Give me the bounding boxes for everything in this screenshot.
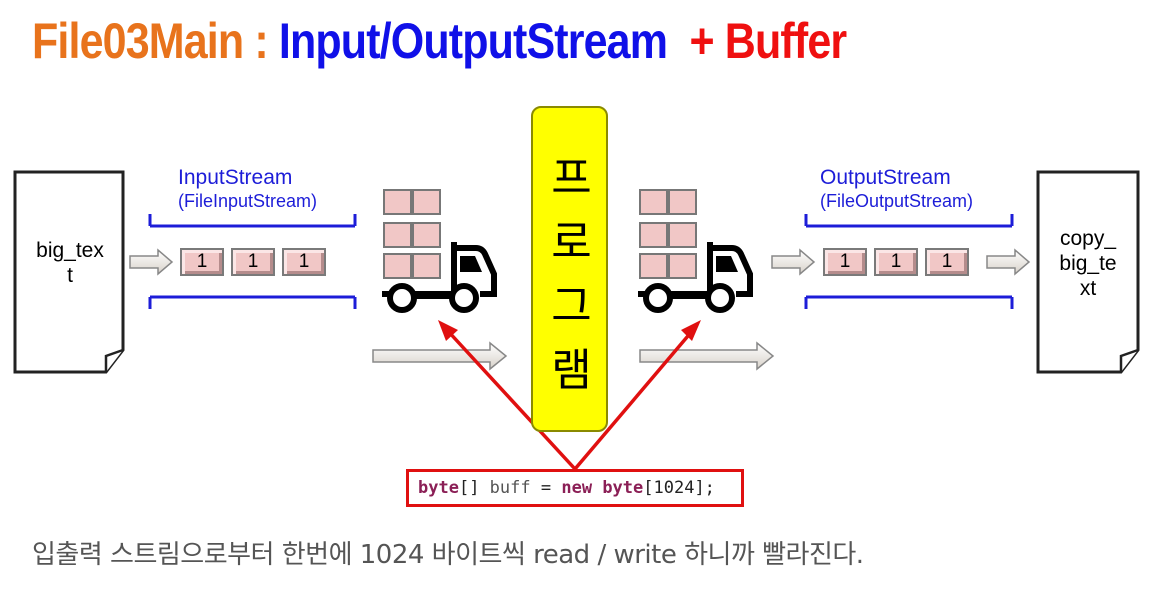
input-byte-cell: 1 xyxy=(282,248,326,276)
program-label-char: 그 xyxy=(551,281,592,332)
output-stream-bracket xyxy=(804,214,1014,309)
source-file-label: big_tex t xyxy=(36,239,104,287)
code-keyword: new xyxy=(561,478,593,498)
title-streams: Input/OutputStream xyxy=(278,13,668,69)
input-stream-name: InputStream xyxy=(178,166,293,189)
cargo-truck-icon xyxy=(638,189,753,313)
code-punct: [1024]; xyxy=(643,478,715,498)
program-box: 프 로 그 램 xyxy=(531,106,608,432)
input-stream-label: InputStream (FileInputStream) xyxy=(178,166,317,212)
output-byte-cell: 1 xyxy=(925,248,969,276)
output-byte-cell: 1 xyxy=(874,248,918,276)
buffer-code-box: byte[] buff = new byte[1024]; xyxy=(406,469,744,507)
code-keyword: byte xyxy=(418,478,459,498)
code-identifier: buff xyxy=(489,478,531,498)
code-punct: = xyxy=(530,478,562,498)
input-byte-cell: 1 xyxy=(231,248,275,276)
title-buffer: + Buffer xyxy=(689,13,847,69)
arrow-icon xyxy=(986,248,1031,276)
program-label-char: 프 xyxy=(551,153,592,204)
input-stream-bracket xyxy=(148,214,357,309)
output-stream-impl: (FileOutputStream) xyxy=(820,191,974,211)
caption: 입출력 스트림으로부터 한번에 1024 바이트씩 read / write 하… xyxy=(32,540,864,570)
title-class-name: File03Main : xyxy=(32,13,279,69)
cargo-truck-icon xyxy=(382,189,497,313)
page-title: File03Main : Input/OutputStream + Buffer xyxy=(32,12,847,70)
buffer-pointer-arrows xyxy=(438,320,701,471)
program-label-char: 로 xyxy=(551,217,592,268)
arrow-icon xyxy=(771,248,816,276)
source-file-icon xyxy=(13,170,125,374)
arrow-icon xyxy=(129,248,174,276)
target-file-icon xyxy=(1036,170,1140,374)
output-stream-name: OutputStream xyxy=(820,166,951,189)
output-byte-cell: 1 xyxy=(823,248,867,276)
code-keyword: byte xyxy=(602,478,644,498)
arrow-icon xyxy=(639,341,775,371)
arrow-icon xyxy=(372,341,508,371)
code-punct xyxy=(592,478,602,498)
input-stream-impl: (FileInputStream) xyxy=(178,191,318,211)
target-file-label: copy_ big_te xt xyxy=(1059,227,1117,300)
input-byte-cell: 1 xyxy=(180,248,224,276)
code-punct: [] xyxy=(458,478,490,498)
program-label-char: 램 xyxy=(551,345,592,396)
output-stream-label: OutputStream (FileOutputStream) xyxy=(820,166,973,212)
